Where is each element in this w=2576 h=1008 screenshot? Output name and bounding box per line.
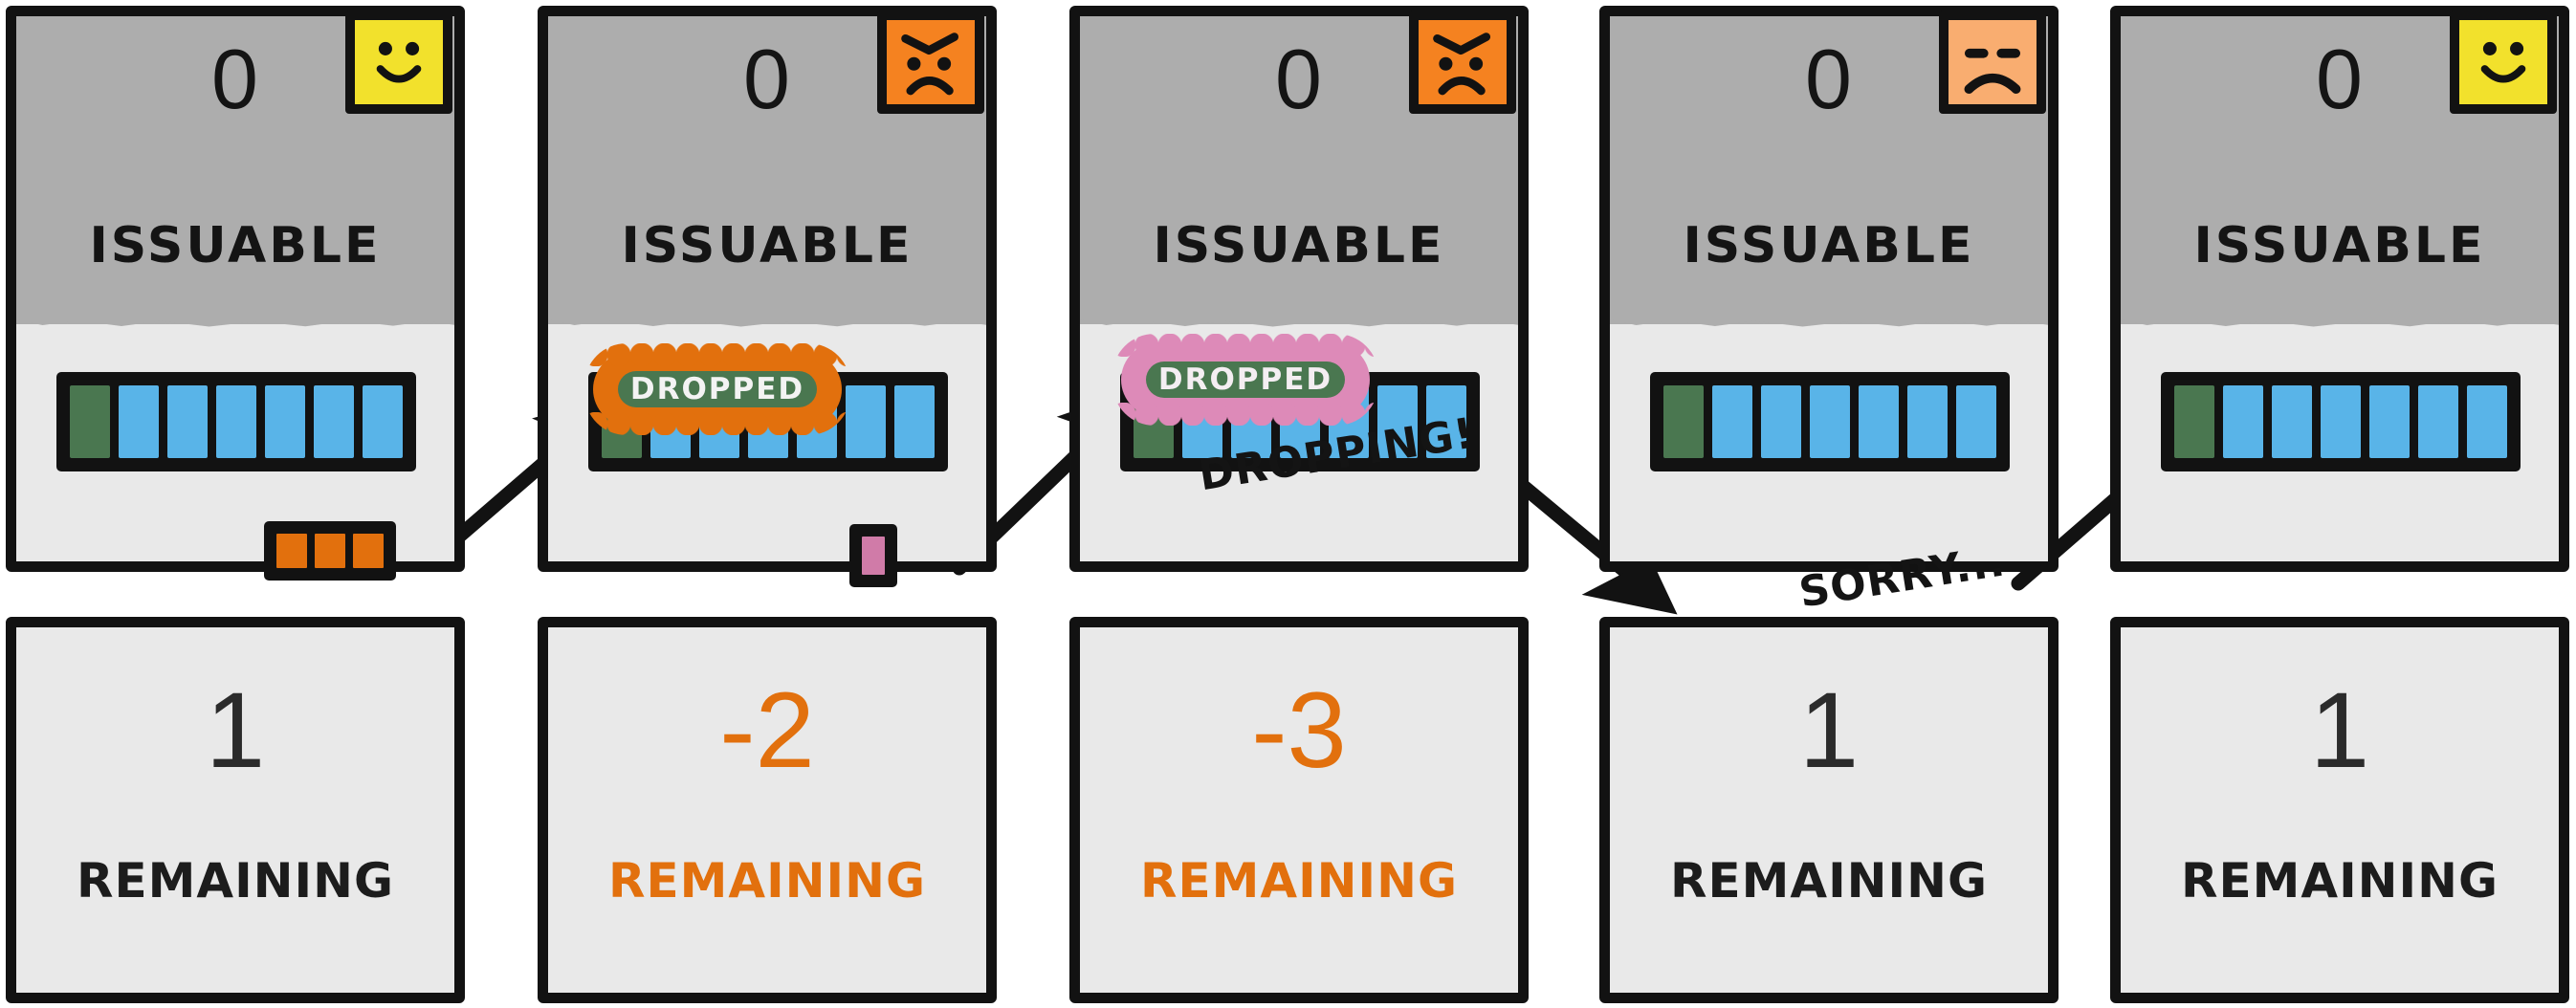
card-header: 0 ISSUABLE [548, 11, 986, 324]
bar-segment [1810, 385, 1850, 458]
remaining-label: REMAINING [607, 853, 927, 909]
remaining-value: 1 [2309, 670, 2370, 790]
remaining-label: REMAINING [1669, 853, 1989, 909]
bar-segment-empty [70, 385, 110, 458]
issuable-count: 0 [743, 32, 791, 126]
request-group-orange [264, 521, 396, 581]
happy-face-icon [2450, 11, 2557, 114]
bar-segment [2418, 385, 2458, 458]
bar-segment [119, 385, 159, 458]
badge-cutout [618, 371, 817, 407]
request-block [862, 537, 885, 575]
issuable-label: ISSUABLE [1683, 217, 1975, 274]
bar-segment [1956, 385, 1996, 458]
bar-segment [167, 385, 208, 458]
bar-segment [1426, 385, 1466, 458]
request-block [276, 534, 307, 568]
bar-segment [1859, 385, 1899, 458]
angry-face-icon [877, 11, 984, 114]
remaining-card-3[interactable]: -3 REMAINING [1069, 617, 1529, 1003]
issuable-label: ISSUABLE [621, 217, 914, 274]
bar-segment [2223, 385, 2263, 458]
angry-face-icon [1409, 11, 1516, 114]
remaining-value: -2 [719, 670, 815, 790]
bar-segment [216, 385, 256, 458]
issuable-card-5[interactable]: 0 ISSUABLE [2110, 6, 2569, 572]
issuable-card-2[interactable]: 0 ISSUABLE [538, 6, 997, 572]
remaining-label: REMAINING [76, 853, 395, 909]
sad-face-icon [1939, 11, 2046, 114]
issuable-count: 0 [1275, 32, 1323, 126]
bar-segment [2369, 385, 2410, 458]
bar-segment [265, 385, 305, 458]
bar-segment [2272, 385, 2312, 458]
capacity-bar [56, 372, 416, 471]
dropped-label: DROPPED [629, 372, 805, 406]
remaining-value: -3 [1251, 670, 1347, 790]
capacity-bar [2161, 372, 2521, 471]
request-group-pink [849, 524, 897, 587]
remaining-card-4[interactable]: 1 REMAINING [1599, 617, 2059, 1003]
bar-segment-empty [2174, 385, 2214, 458]
bar-segment [894, 385, 935, 458]
badge-cutout [1146, 362, 1345, 398]
issuable-card-4[interactable]: 0 ISSUABLE [1599, 6, 2059, 572]
issuable-count: 0 [211, 32, 259, 126]
issuable-card-1[interactable]: 0 ISSUABLE [6, 6, 465, 572]
request-block [353, 534, 384, 568]
issuable-card-3[interactable]: 0 ISSUABLE [1069, 6, 1529, 572]
bar-segment [1377, 385, 1418, 458]
issuable-label: ISSUABLE [89, 217, 382, 274]
bar-segment [846, 385, 886, 458]
bar-segment [2467, 385, 2507, 458]
bar-segment [314, 385, 354, 458]
request-block [315, 534, 345, 568]
remaining-value: 1 [205, 670, 266, 790]
card-header: 0 ISSUABLE [16, 11, 454, 324]
bar-segment [1761, 385, 1801, 458]
remaining-card-1[interactable]: 1 REMAINING [6, 617, 465, 1003]
bar-segment [363, 385, 403, 458]
issuable-count: 0 [2316, 32, 2364, 126]
bar-segment-empty [1663, 385, 1704, 458]
happy-face-icon [345, 11, 452, 114]
card-header: 0 ISSUABLE [2121, 11, 2559, 324]
capacity-bar [1650, 372, 2010, 471]
card-header: 0 ISSUABLE [1610, 11, 2048, 324]
dropped-label: DROPPED [1157, 362, 1333, 397]
bar-segment [2321, 385, 2361, 458]
dropped-badge-1: DROPPED [584, 343, 850, 435]
card-header: 0 ISSUABLE [1080, 11, 1518, 324]
bar-segment [1907, 385, 1948, 458]
remaining-card-5[interactable]: 1 REMAINING [2110, 617, 2569, 1003]
bar-segment [1712, 385, 1752, 458]
remaining-value: 1 [1798, 670, 1860, 790]
remaining-label: REMAINING [2180, 853, 2499, 909]
remaining-label: REMAINING [1139, 853, 1459, 909]
issuable-label: ISSUABLE [2193, 217, 2486, 274]
dropped-badge-2: DROPPED [1112, 334, 1378, 426]
remaining-card-2[interactable]: -2 REMAINING [538, 617, 997, 1003]
issuable-label: ISSUABLE [1153, 217, 1445, 274]
issuable-count: 0 [1805, 32, 1853, 126]
